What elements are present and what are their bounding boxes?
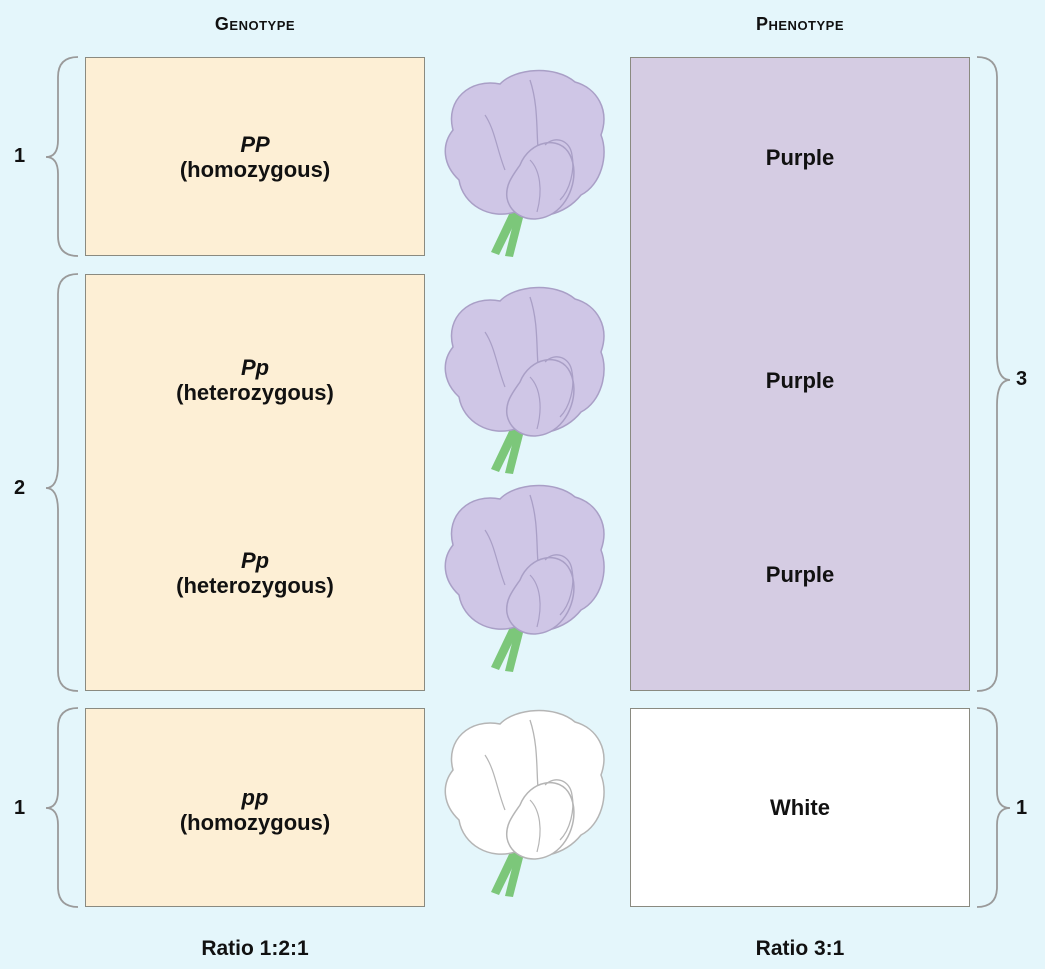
genotype-count-3: 1 xyxy=(14,797,25,820)
genotype-braces xyxy=(46,57,78,907)
brace-left-2 xyxy=(46,274,78,691)
white-flower-icon xyxy=(445,711,604,897)
genotype-count-1: 1 xyxy=(14,145,25,168)
brace-left-3 xyxy=(46,708,78,907)
phenotype-count-2: 1 xyxy=(1016,797,1027,820)
phenotype-count-1: 3 xyxy=(1016,368,1027,391)
purple-flower-icon xyxy=(445,486,604,672)
phenotype-braces xyxy=(977,57,1010,907)
brace-right-1 xyxy=(977,57,1010,691)
genotype-count-2: 2 xyxy=(14,477,25,500)
purple-flower-icon xyxy=(445,71,604,257)
purple-flower-icon xyxy=(445,288,604,474)
phenotype-ratio: Ratio 3:1 xyxy=(675,937,925,961)
brace-right-2 xyxy=(977,708,1010,907)
brace-left-1 xyxy=(46,57,78,256)
genotype-ratio: Ratio 1:2:1 xyxy=(130,937,380,961)
